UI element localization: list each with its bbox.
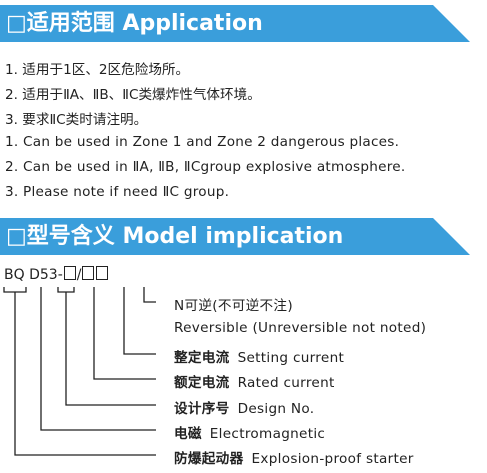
code-slash: / [76, 267, 82, 283]
model-code: BQ D53-/ [4, 265, 109, 285]
code-d: D [29, 267, 40, 283]
application-line-6: 3. Please note if need ⅡC group. [5, 184, 230, 200]
code-num: 53 [39, 267, 58, 283]
model-banner: □型号含义 Model implication [0, 218, 470, 255]
code-dash: - [57, 267, 63, 283]
model-title: □型号含义 Model implication [6, 224, 344, 249]
application-line-1: 1. 适用于1区、2区危险场所。 [5, 62, 190, 78]
application-line-3: 3. 要求ⅡC类时请注明。 [5, 112, 148, 128]
code-bq: BQ [4, 267, 25, 283]
application-line-4: 1. Can be used in Zone 1 and Zone 2 dang… [5, 134, 400, 150]
application-title: □适用范围 Application [6, 11, 263, 36]
code-box-rated [63, 266, 76, 280]
legend-reversible-zh: N可逆(不可逆不注) [174, 298, 293, 314]
application-line-5: 2. Can be used in ⅡA, ⅡB, ⅡCgroup explos… [5, 159, 406, 175]
application-line-2: 2. 适用于ⅡA、ⅡB、ⅡC类爆炸性气体环境。 [5, 87, 261, 103]
code-box-reversible [96, 266, 109, 280]
legend-reversible-en: Reversible (Unreversible not noted) [174, 320, 427, 336]
application-banner: □适用范围 Application [0, 5, 470, 42]
code-box-setting [82, 266, 95, 280]
